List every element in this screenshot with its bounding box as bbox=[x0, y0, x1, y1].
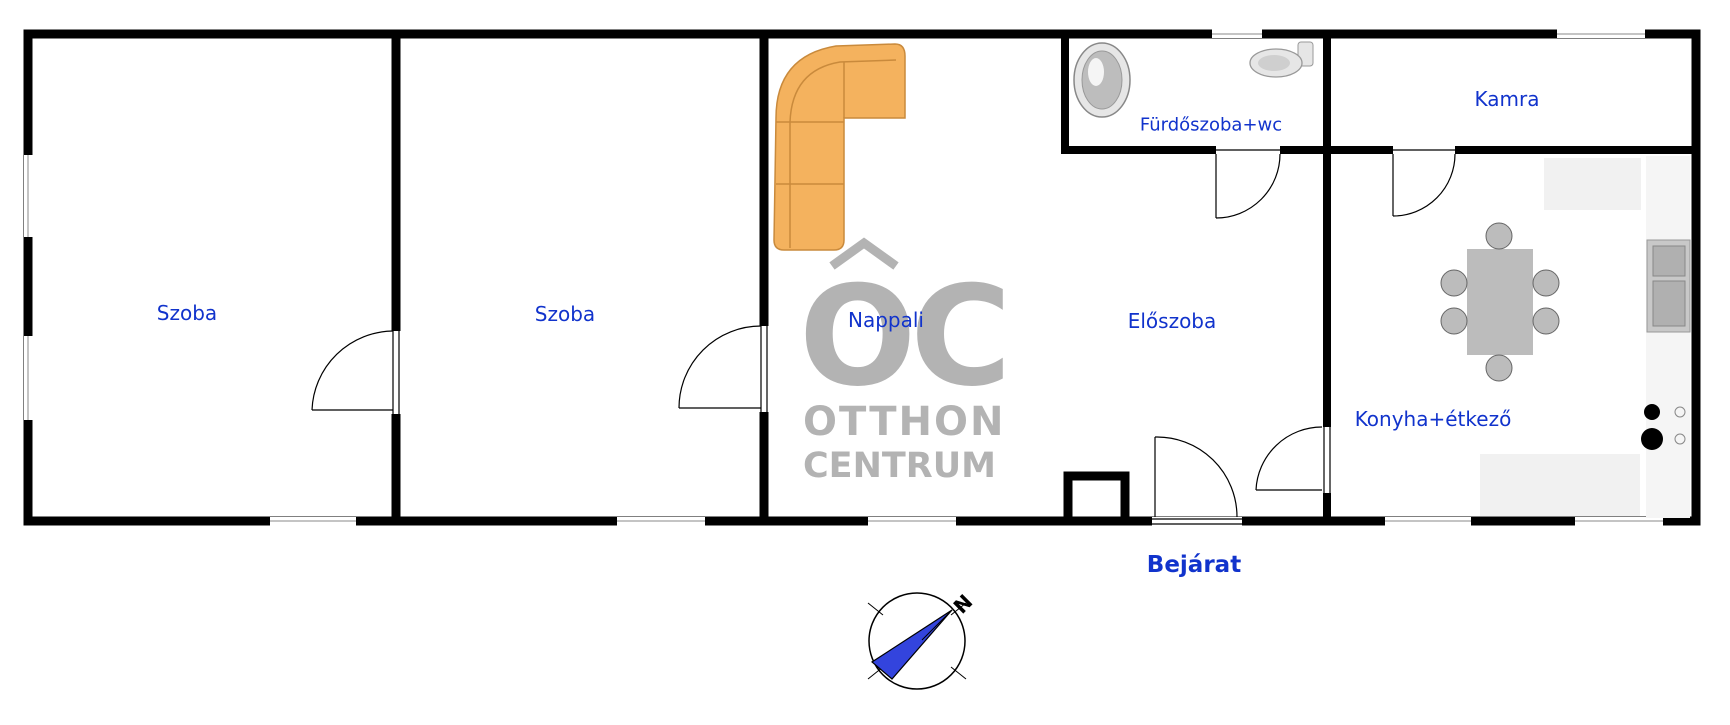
sink-icon bbox=[1646, 239, 1691, 333]
chair-icon bbox=[1485, 354, 1513, 382]
window bbox=[24, 336, 33, 420]
door-szoba-2 bbox=[678, 325, 769, 412]
logo-line-otthon: OTTHON bbox=[803, 399, 1006, 445]
bathtub-icon bbox=[1073, 42, 1131, 118]
dining-table-icon bbox=[1440, 222, 1560, 382]
logo-roof-icon bbox=[829, 237, 899, 270]
chair-icon bbox=[1440, 269, 1468, 297]
room-label-kamra: Kamra bbox=[1474, 87, 1540, 111]
door-kitchen bbox=[1255, 426, 1332, 493]
chair-icon bbox=[1532, 269, 1560, 297]
counter bbox=[1544, 158, 1641, 210]
compass-icon: N bbox=[867, 590, 977, 690]
chair-icon bbox=[1440, 307, 1468, 335]
logo-line-centrum: CENTRUM bbox=[803, 446, 996, 486]
chair-icon bbox=[1532, 307, 1560, 335]
outer-wall bbox=[23, 29, 1701, 526]
door-szoba-1 bbox=[311, 330, 401, 414]
door-kamra bbox=[1392, 146, 1456, 217]
chimney bbox=[1063, 471, 1130, 521]
door-bathroom bbox=[1215, 146, 1281, 219]
room-label-furdoszoba: Fürdőszoba+wc bbox=[1139, 114, 1283, 136]
compass-arrow-icon bbox=[870, 609, 953, 680]
windows bbox=[24, 29, 1663, 526]
window bbox=[868, 517, 956, 526]
window bbox=[270, 517, 356, 526]
door-entrance bbox=[1152, 436, 1242, 526]
sofa-icon bbox=[773, 43, 906, 251]
logo-mark: OC bbox=[799, 256, 1012, 417]
counter bbox=[1646, 156, 1690, 518]
room-label-nappali: Nappali bbox=[848, 308, 924, 332]
window bbox=[617, 517, 705, 526]
window bbox=[1557, 29, 1645, 38]
room-label-eloszoba: Előszoba bbox=[1127, 309, 1217, 333]
room-label-szoba-2: Szoba bbox=[534, 302, 596, 326]
counter bbox=[1480, 454, 1640, 516]
window bbox=[24, 155, 33, 237]
kitchen-counters bbox=[1480, 156, 1691, 518]
chair-icon bbox=[1485, 222, 1513, 250]
room-label-konyha: Konyha+étkező bbox=[1354, 407, 1512, 431]
doors bbox=[311, 146, 1456, 526]
window bbox=[1575, 517, 1663, 526]
stove-icon bbox=[1641, 404, 1686, 450]
window bbox=[1212, 29, 1262, 38]
room-label-szoba-1: Szoba bbox=[156, 301, 218, 325]
toilet-icon bbox=[1249, 41, 1314, 78]
window bbox=[1385, 517, 1471, 526]
entrance-label: Bejárat bbox=[1146, 552, 1242, 578]
